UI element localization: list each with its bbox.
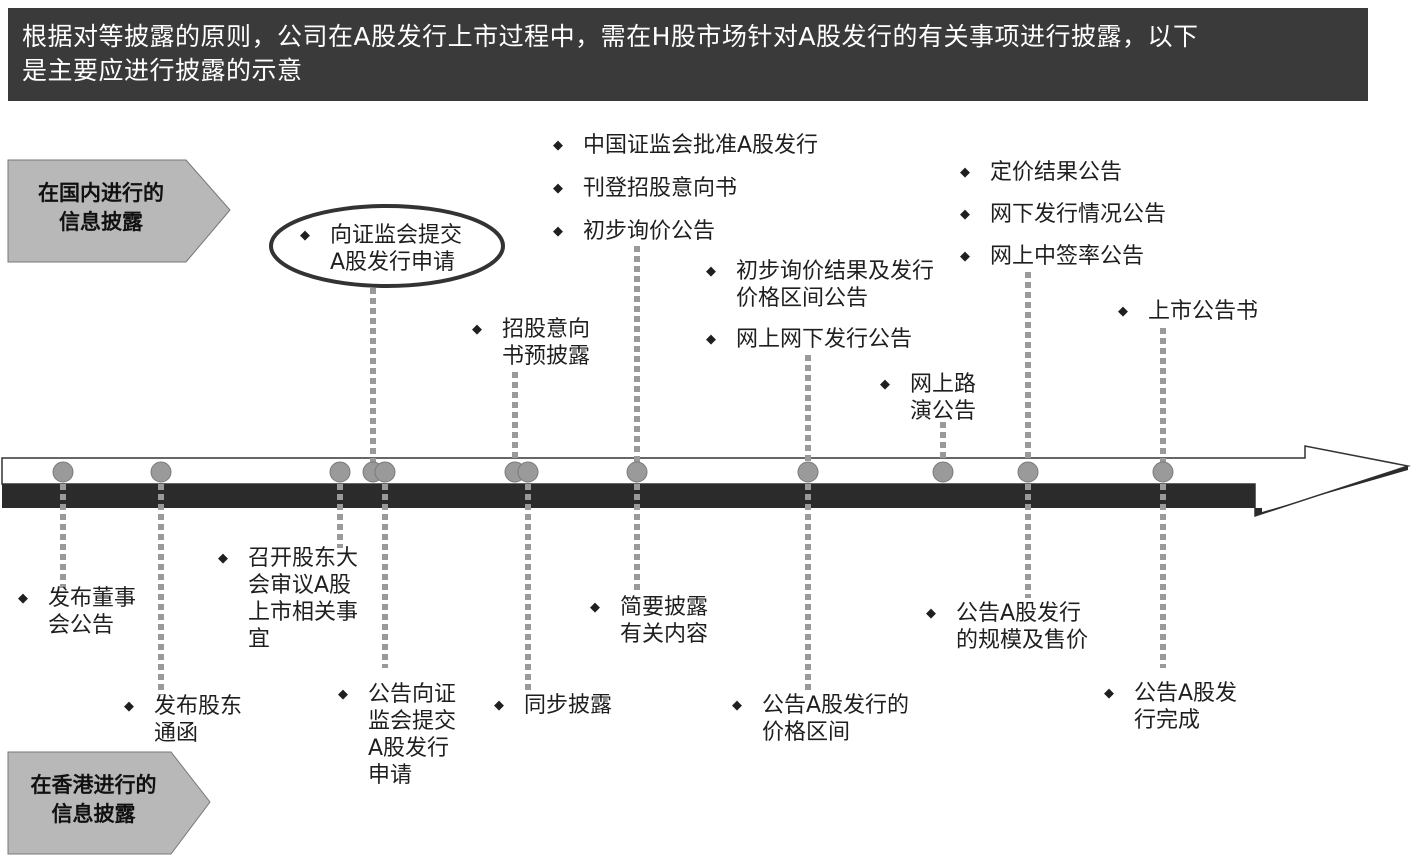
item-line: 初步询价结果及发行	[736, 259, 935, 284]
domestic-disclosure-label: 在国内进行的 信息披露	[6, 158, 231, 263]
item-line: 演公告	[910, 399, 977, 424]
item-line: A股发行	[368, 736, 450, 761]
item-line: 申请	[368, 763, 413, 788]
item-line: 价格区间公告	[736, 286, 869, 311]
bullet-icon: ◆	[218, 551, 228, 566]
item-line: 初步询价公告	[583, 219, 716, 244]
marker-price-range	[797, 461, 819, 483]
bullet-icon: ◆	[300, 228, 310, 243]
marker-csrc-approval	[626, 461, 648, 483]
header-line-1: 根据对等披露的原则，公司在A股发行上市过程中，需在H股市场针对A股发行的有关事项…	[22, 22, 1199, 51]
bullet-icon: ◆	[926, 606, 936, 621]
item-line: 刊登招股意向书	[583, 176, 738, 201]
bullet-icon: ◆	[590, 600, 600, 615]
pentagon-shape	[7, 751, 211, 855]
item-line: 网上路	[910, 372, 977, 397]
item-line: 网下发行情况公告	[990, 202, 1167, 227]
item-line: A股发行申请	[330, 250, 456, 275]
marker-pricing-result	[1017, 461, 1039, 483]
domestic-label-line-1: 在国内进行的	[38, 181, 164, 205]
marker-sync-disclosure	[517, 461, 539, 483]
highlight-ellipse	[269, 204, 505, 288]
item-line: 的规模及售价	[956, 628, 1089, 653]
bullet-icon: ◆	[124, 699, 134, 714]
item-line: 定价结果公告	[990, 160, 1123, 185]
domestic-label-line-2: 信息披露	[59, 210, 143, 234]
marker-announce-application	[374, 461, 396, 483]
bullet-icon: ◆	[553, 138, 563, 153]
item-line: 监会提交	[368, 709, 457, 734]
item-line: 有关内容	[620, 622, 709, 647]
item-line: 价格区间	[762, 720, 851, 745]
hongkong-label-line-2: 信息披露	[51, 802, 136, 826]
item-line: 简要披露	[620, 595, 709, 620]
bullet-icon: ◆	[472, 322, 482, 337]
item-line: 公告向证	[368, 682, 457, 707]
item-line: 召开股东大	[248, 546, 359, 571]
bullet-icon: ◆	[960, 165, 970, 180]
hongkong-label-line-1: 在香港进行的	[30, 773, 157, 797]
pentagon-shape	[7, 159, 231, 263]
bullet-icon: ◆	[706, 264, 716, 279]
item-line: 上市公告书	[1148, 299, 1259, 324]
header-line-2: 是主要应进行披露的示意	[22, 56, 303, 85]
item-line: 宜	[248, 627, 271, 652]
bullet-icon: ◆	[18, 591, 28, 606]
item-line: 网上中签率公告	[990, 244, 1145, 269]
bullet-icon: ◆	[1104, 686, 1114, 701]
bullet-icon: ◆	[706, 332, 716, 347]
item-line: 公告A股发行	[956, 601, 1082, 626]
bullet-icon: ◆	[494, 698, 504, 713]
marker-listing	[1152, 461, 1174, 483]
bullet-icon: ◆	[1118, 304, 1128, 319]
item-line: 网上网下发行公告	[736, 327, 913, 352]
item-line: 公告A股发	[1134, 681, 1238, 706]
item-line: 同步披露	[524, 693, 613, 718]
marker-roadshow	[932, 461, 954, 483]
item-line: 向证监会提交	[330, 223, 463, 248]
bullet-icon: ◆	[732, 698, 742, 713]
item-line: 中国证监会批准A股发行	[583, 133, 819, 158]
bullet-icon: ◆	[553, 181, 563, 196]
marker-shareholder-circular	[150, 461, 172, 483]
bullet-icon: ◆	[960, 249, 970, 264]
item-line: 通函	[154, 721, 199, 746]
timeline-arrow	[1, 445, 1411, 518]
item-line: 发布股东	[154, 694, 243, 719]
header-banner: 根据对等披露的原则，公司在A股发行上市过程中，需在H股市场针对A股发行的有关事项…	[8, 8, 1368, 101]
item-line: 行完成	[1134, 708, 1201, 733]
bullet-icon: ◆	[338, 687, 348, 702]
marker-board-announcement	[52, 461, 74, 483]
hongkong-disclosure-label: 在香港进行的 信息披露	[6, 750, 221, 855]
bullet-icon: ◆	[960, 207, 970, 222]
item-line: 会公告	[48, 613, 115, 638]
item-line: 公告A股发行的	[762, 693, 910, 718]
connector-lines	[60, 246, 1166, 695]
item-line: 书预披露	[502, 344, 591, 369]
item-line: 会审议A股	[248, 573, 352, 598]
item-line: 上市相关事	[248, 600, 359, 625]
bullet-icon: ◆	[553, 224, 563, 239]
item-line: 发布董事	[48, 586, 137, 611]
timeline-markers	[52, 461, 1174, 483]
marker-shareholder-meeting	[329, 461, 351, 483]
bullet-icon: ◆	[880, 377, 890, 392]
item-line: 招股意向	[502, 317, 591, 342]
